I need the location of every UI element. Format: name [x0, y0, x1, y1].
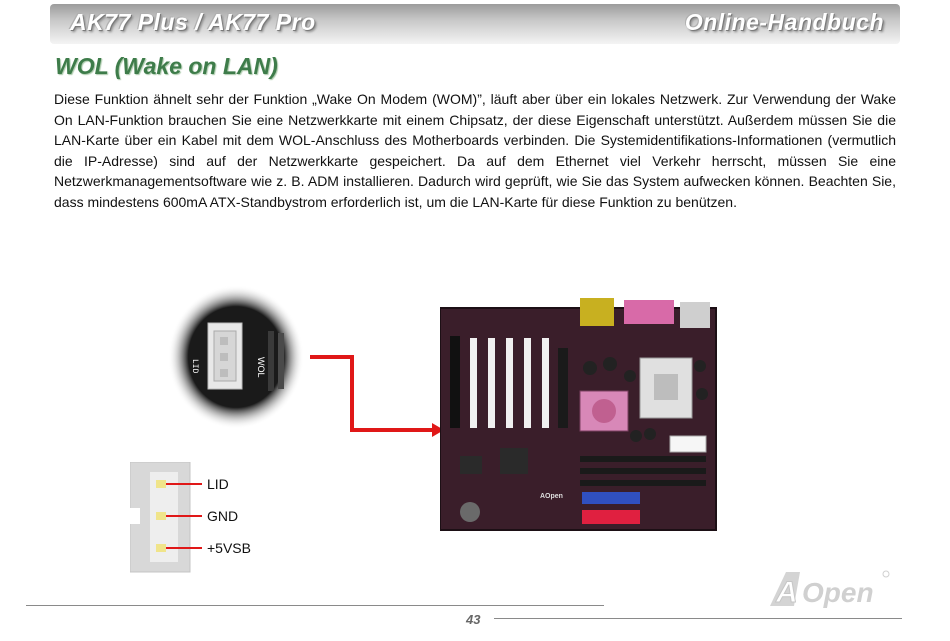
wol-connector-zoom-image: LID WOL [168, 285, 304, 429]
pin-5vsb [156, 544, 166, 552]
pin-lid [156, 480, 166, 488]
pointer-arrow [310, 355, 444, 437]
wol-pin-diagram [130, 462, 202, 573]
pin-label-5vsb: +5VSB [207, 540, 251, 556]
pin-gnd [156, 512, 166, 520]
zoom-label-board: WOL [256, 357, 266, 378]
page-title: WOL (Wake on LAN) [55, 53, 278, 79]
pin-label-gnd: GND [207, 508, 239, 524]
page-number: 43 [466, 612, 481, 627]
aopen-logo: A Open [770, 570, 890, 610]
section-body-text: Diese Funktion ähnelt sehr der Funktion … [54, 91, 896, 210]
manual-model-title: AK77 Plus / AK77 Pro [70, 9, 316, 35]
manual-type-title: Online-Handbuch [684, 9, 884, 35]
footer-divider-right [494, 618, 902, 619]
pin-label-lid: LID [207, 476, 229, 492]
svg-text:A: A [775, 576, 798, 609]
board-brand-logo: AOpen [540, 493, 563, 500]
zoom-label-pins: LID [190, 359, 199, 374]
motherboard-image: AOpen [440, 298, 717, 531]
footer-divider-left [26, 605, 604, 606]
header-band [50, 4, 900, 44]
arrow-head-icon [432, 423, 444, 437]
svg-text:Open: Open [802, 577, 874, 608]
